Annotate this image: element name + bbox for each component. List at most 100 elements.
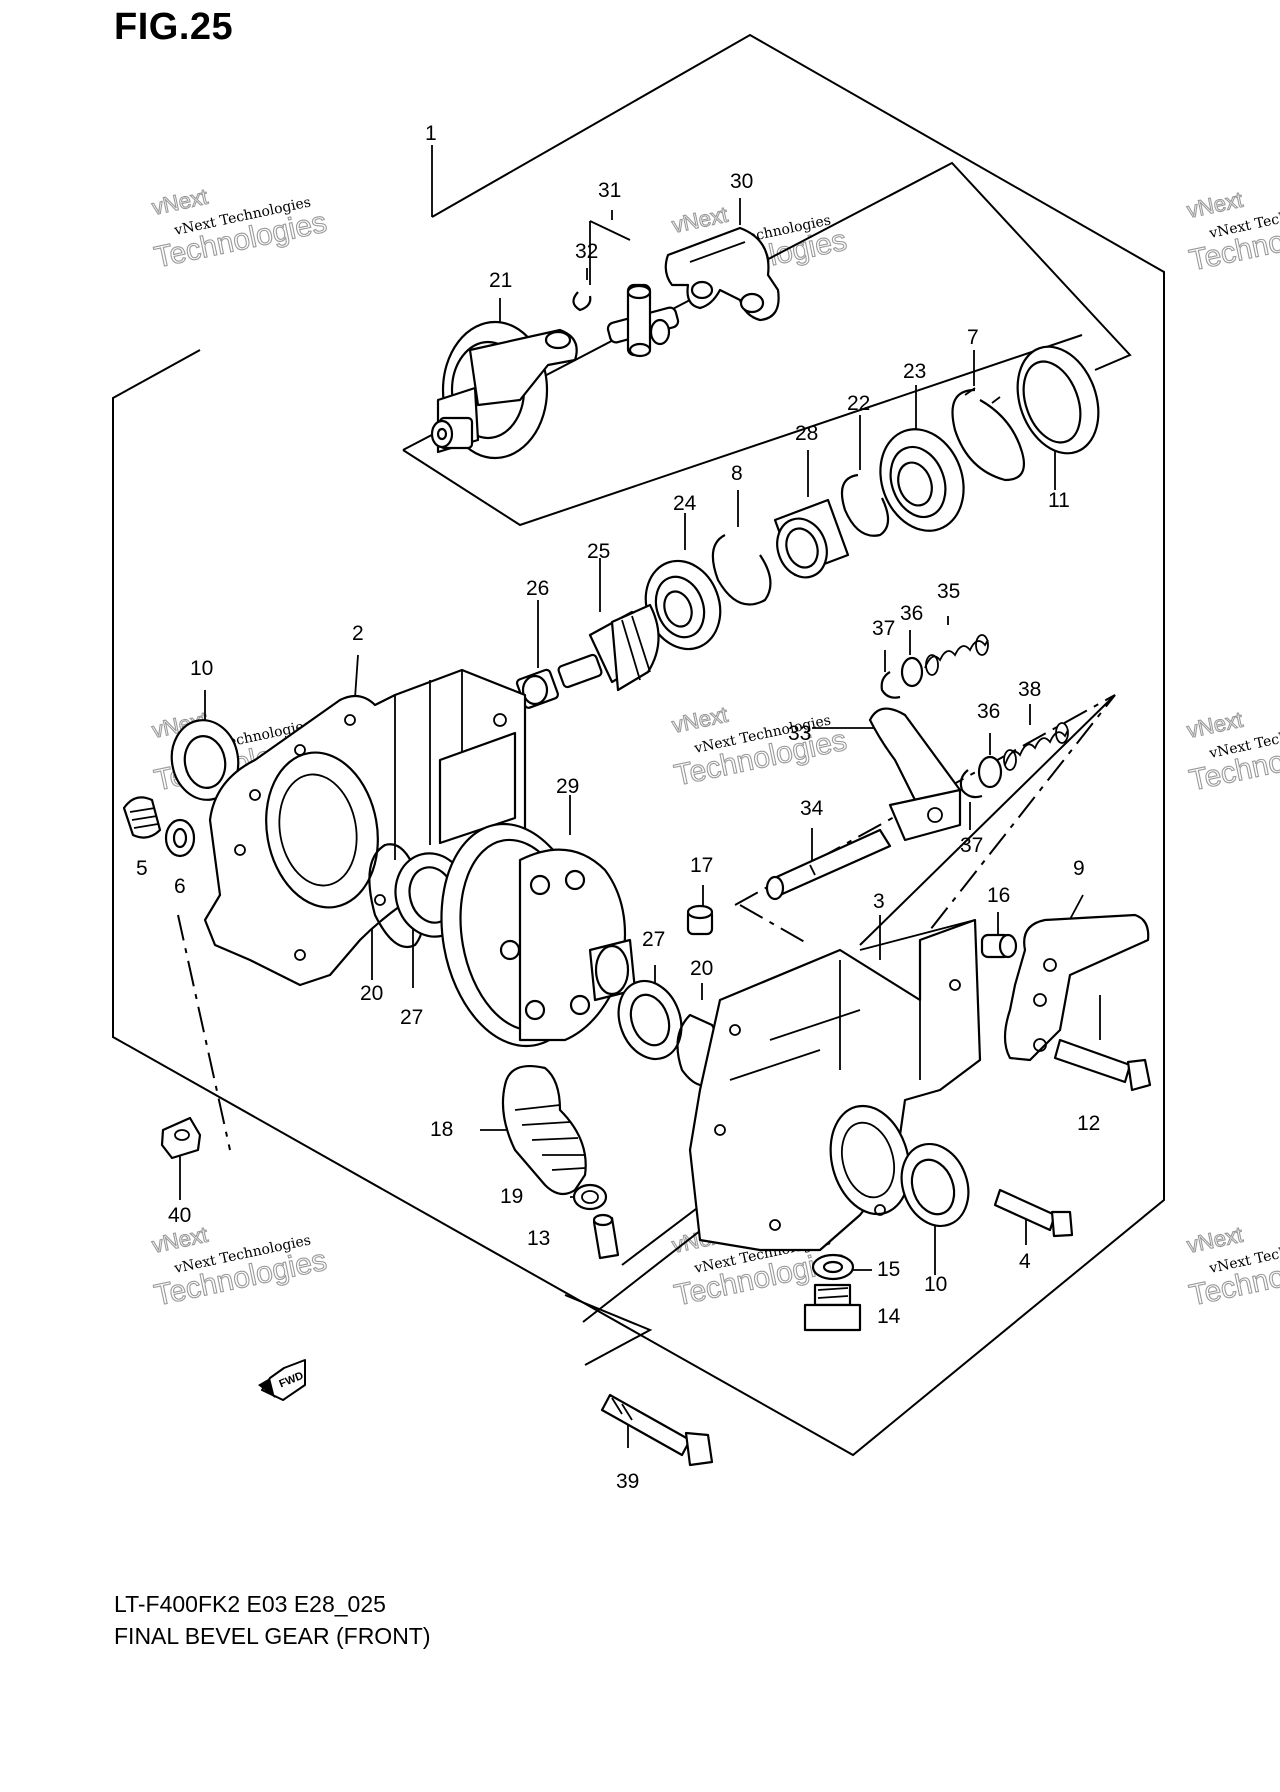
callout-31: 31 — [598, 179, 621, 202]
callout-35: 35 — [937, 580, 960, 603]
callout-33: 33 — [788, 722, 811, 745]
callout-27-left: 27 — [400, 1006, 423, 1029]
pinion-group-bracket — [402, 161, 1132, 527]
watermark-vnext: vNext — [1185, 707, 1245, 743]
universal-joint-part — [606, 283, 680, 358]
watermark-vnext: vNext — [670, 702, 730, 738]
callout-9: 9 — [1073, 857, 1085, 880]
callout-40: 40 — [168, 1204, 191, 1227]
callout-39: 39 — [616, 1470, 639, 1493]
callout-20-right: 20 — [690, 957, 713, 980]
callout-29: 29 — [556, 775, 579, 798]
callout-18: 18 — [430, 1118, 453, 1141]
shift-fork-part — [868, 707, 962, 842]
callout-27-right: 27 — [642, 928, 665, 951]
circlip-37-lower-part — [959, 769, 983, 799]
gear-case-left-part — [203, 668, 527, 987]
washer-15-part — [811, 1253, 855, 1281]
snap-ring-8-part — [711, 534, 772, 606]
callout-15: 15 — [877, 1258, 900, 1281]
bolt-12-part — [1053, 1038, 1152, 1092]
callout-14: 14 — [877, 1305, 901, 1328]
differential-gear-part — [440, 822, 637, 1048]
callout-36-upper: 36 — [900, 602, 923, 625]
callout-20-left: 20 — [360, 982, 383, 1005]
bushing-17-part — [686, 904, 714, 936]
model-code: LT-F400FK2 E03 E28_025 — [114, 1591, 386, 1617]
shim-20-left-part — [368, 843, 425, 948]
watermark-vnext: vNext — [1185, 1222, 1245, 1258]
watermark-vnext: vNext — [150, 1222, 210, 1258]
circlip-large-part — [951, 388, 1026, 482]
callout-24: 24 — [673, 492, 697, 515]
mounting-bracket-part — [1003, 913, 1150, 1062]
shift-shaft-part — [765, 828, 892, 901]
callout-32: 32 — [575, 240, 598, 263]
callout-17: 17 — [690, 854, 713, 877]
oil-seal-left-part — [170, 719, 240, 801]
circlip-small-part — [572, 291, 592, 312]
callout-2: 2 — [352, 622, 364, 645]
assembly-frame — [112, 33, 1165, 1457]
oil-seal-upper-part — [1016, 345, 1100, 455]
drive-flange-part — [430, 320, 578, 460]
callout-10-right: 10 — [924, 1273, 947, 1296]
flange-nut-part — [160, 1116, 202, 1160]
hose-clamp-part — [572, 1183, 608, 1211]
callout-26: 26 — [526, 577, 549, 600]
callout-13: 13 — [527, 1227, 550, 1250]
breather-pipe-part — [592, 1213, 620, 1260]
boot-part — [501, 1064, 587, 1196]
callout-19: 19 — [500, 1185, 523, 1208]
callout-6: 6 — [174, 875, 186, 898]
spring-38-part — [1003, 722, 1069, 771]
bolt-4-part — [993, 1188, 1074, 1238]
bolt-bracket-line — [564, 1294, 653, 1366]
snap-ring-22-part — [840, 473, 890, 537]
callout-8: 8 — [731, 462, 743, 485]
filler-plug-part — [122, 796, 162, 839]
washer-36-lower-part — [977, 755, 1003, 789]
callout-10-left: 10 — [190, 657, 213, 680]
callout-16: 16 — [987, 884, 1010, 907]
callout-1: 1 — [425, 122, 437, 145]
callout-23: 23 — [903, 360, 926, 383]
callout-21: 21 — [489, 269, 512, 292]
callout-34: 34 — [800, 797, 824, 820]
bearing-24-part — [644, 559, 722, 651]
watermark-vnext: vNext — [1185, 187, 1245, 223]
callout-36-lower: 36 — [977, 700, 1000, 723]
callout-22: 22 — [847, 392, 870, 415]
callout-37-upper: 37 — [872, 617, 895, 640]
bushing-16-part — [980, 933, 1018, 959]
figure-title: FIG.25 — [114, 6, 234, 48]
callout-11: 11 — [1048, 489, 1070, 512]
washer-36-upper-part — [900, 656, 924, 688]
circlip-37-upper-part — [880, 671, 901, 699]
drain-plug-part — [803, 1283, 862, 1332]
callout-5: 5 — [136, 857, 148, 880]
figure-caption: FINAL BEVEL GEAR (FRONT) — [114, 1623, 431, 1649]
bearing-27-right-part — [617, 979, 683, 1061]
figure-footer: LT-F400FK2 E03 E28_025 FINAL BEVEL GEAR … — [114, 1588, 431, 1652]
callout-7: 7 — [967, 326, 979, 349]
callout-4: 4 — [1019, 1250, 1031, 1273]
callout-12: 12 — [1077, 1112, 1100, 1135]
callout-3: 3 — [873, 890, 885, 913]
long-bolt-39-part — [600, 1393, 714, 1467]
oil-seal-right-part — [900, 1142, 970, 1228]
dashed-leader-left — [177, 914, 231, 1151]
needle-bearing-part — [773, 498, 850, 579]
watermark-vnext: vNext — [150, 184, 210, 220]
fwd-direction-badge: FWD — [258, 1359, 306, 1401]
gear-case-right-part — [688, 918, 982, 1252]
spring-35-part — [924, 634, 989, 676]
callout-30: 30 — [730, 170, 753, 193]
callout-37-lower: 37 — [960, 834, 983, 857]
